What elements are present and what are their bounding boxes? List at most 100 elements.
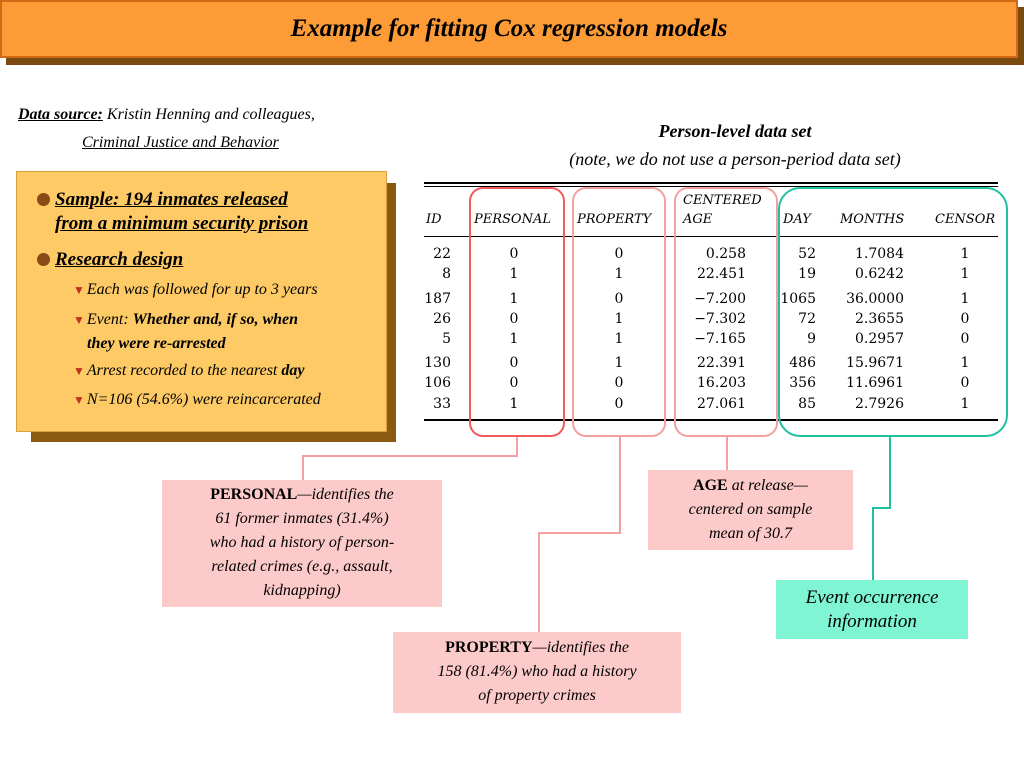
header-censor: CENSOR xyxy=(935,212,996,227)
subbullet-arrest-prefix: Arrest recorded to the nearest xyxy=(86,362,278,379)
table-bottom-rule xyxy=(424,419,998,421)
table-cell-day: 9 xyxy=(807,331,816,347)
table-top-rule xyxy=(424,182,998,184)
table-cell-personal: 0 xyxy=(509,246,519,262)
table-cell-personal: 0 xyxy=(509,375,519,391)
table-cell-day: 85 xyxy=(798,396,816,412)
table-top-rule-2 xyxy=(424,186,998,187)
property-connector-v2 xyxy=(538,532,540,632)
event-connector-v2 xyxy=(872,507,874,581)
age-callout-text2: centered on sample xyxy=(688,501,813,518)
table-cell-property: 1 xyxy=(614,311,624,327)
table-cell-personal: 0 xyxy=(509,311,519,327)
table-cell-months: 15.9671 xyxy=(846,355,904,371)
event-connector-h xyxy=(872,507,891,509)
dataset-note: (note, we do not use a person-period dat… xyxy=(569,149,901,169)
table-cell-age: −7.302 xyxy=(694,311,746,327)
bullet-design-text: Research design xyxy=(55,249,184,270)
subbullet-event-prefix: Event: xyxy=(86,311,129,328)
bullet-sample-line2: from a minimum security prison xyxy=(55,213,309,234)
personal-connector-v1 xyxy=(516,437,518,457)
arrow-icon: ▼ xyxy=(73,393,85,407)
bullet-sample-line1: Sample: 194 inmates released xyxy=(55,189,288,210)
table-cell-months: 36.0000 xyxy=(846,291,904,307)
property-callout-text3: of property crimes xyxy=(478,687,596,704)
age-callout-text3: mean of 30.7 xyxy=(708,525,793,542)
table-cell-months: 0.6242 xyxy=(855,266,904,282)
bullet-sample: Sample: 194 inmates released from a mini… xyxy=(37,188,308,236)
subbullet-reincarcerated-text: N=106 (54.6%) were reincarcerated xyxy=(86,391,321,408)
table-cell-id: 22 xyxy=(433,246,451,262)
header-months: MONTHS xyxy=(840,212,905,227)
table-cell-property: 1 xyxy=(614,355,624,371)
personal-callout-text5: kidnapping) xyxy=(263,582,341,599)
subbullet-followed: ▼Each was followed for up to 3 years xyxy=(73,278,318,302)
table-cell-property: 0 xyxy=(614,291,624,307)
personal-callout-text2: 61 former inmates (31.4%) xyxy=(215,510,389,527)
header-age: AGE xyxy=(683,212,713,227)
table-cell-id: 130 xyxy=(424,355,451,371)
header-centered: CENTERED xyxy=(683,193,762,208)
personal-callout-text3: who had a history of person- xyxy=(209,534,395,551)
title-banner: Example for fitting Cox regression model… xyxy=(0,0,1018,58)
table-cell-age: 27.061 xyxy=(697,396,746,412)
table-cell-censor: 0 xyxy=(960,375,970,391)
table-cell-personal: 0 xyxy=(509,355,519,371)
table-cell-personal: 1 xyxy=(509,266,519,282)
personal-callout-term: PERSONAL xyxy=(210,486,298,503)
header-personal: PERSONAL xyxy=(474,212,551,227)
personal-callout: PERSONAL—identifies the 61 former inmate… xyxy=(162,480,442,607)
table-cell-day: 356 xyxy=(789,375,816,391)
property-callout: PROPERTY—identifies the 158 (81.4%) who … xyxy=(393,632,681,713)
table-cell-age: 0.258 xyxy=(705,246,746,262)
subbullet-reincarcerated: ▼N=106 (54.6%) were reincarcerated xyxy=(73,388,321,412)
table-cell-personal: 1 xyxy=(509,331,519,347)
table-cell-age: −7.165 xyxy=(694,331,746,347)
age-callout: AGE at release— centered on sample mean … xyxy=(648,470,853,550)
table-cell-months: 0.2957 xyxy=(855,331,904,347)
age-column-ring xyxy=(674,187,778,437)
table-cell-day: 19 xyxy=(798,266,816,282)
table-cell-censor: 1 xyxy=(960,246,970,262)
table-cell-months: 2.7926 xyxy=(855,396,904,412)
table-cell-age: 22.451 xyxy=(697,266,746,282)
table-cell-id: 26 xyxy=(433,311,451,327)
bullet-design: Research design xyxy=(37,248,183,272)
table-cell-day: 52 xyxy=(798,246,816,262)
table-cell-id: 106 xyxy=(424,375,451,391)
subbullet-arrest-bold: day xyxy=(281,362,305,379)
header-id: ID xyxy=(426,212,442,227)
event-columns-ring xyxy=(778,187,1008,437)
property-callout-text1: —identifies the xyxy=(532,639,629,656)
property-connector-h xyxy=(538,532,621,534)
subbullet-event: ▼Event: Whether and, if so, when they we… xyxy=(73,308,298,356)
age-connector xyxy=(726,437,728,470)
property-column-ring xyxy=(572,187,666,437)
table-cell-censor: 0 xyxy=(960,331,970,347)
table-cell-censor: 0 xyxy=(960,311,970,327)
property-callout-text2: 158 (81.4%) who had a history xyxy=(437,663,637,680)
header-property: PROPERTY xyxy=(577,212,652,227)
bullet-dot-icon xyxy=(37,253,50,266)
table-cell-property: 0 xyxy=(614,375,624,391)
event-callout: Event occurrence information xyxy=(776,580,968,639)
property-callout-term: PROPERTY xyxy=(445,639,533,656)
data-source-label: Data source: xyxy=(18,106,103,123)
data-source-journal: Criminal Justice and Behavior xyxy=(82,134,279,151)
table-cell-id: 187 xyxy=(424,291,451,307)
subbullet-arrest: ▼Arrest recorded to the nearest day xyxy=(73,359,304,383)
property-connector-v1 xyxy=(619,437,621,534)
page-title: Example for fitting Cox regression model… xyxy=(290,15,728,42)
table-cell-age: −7.200 xyxy=(694,291,746,307)
table-cell-id: 33 xyxy=(433,396,451,412)
table-cell-censor: 1 xyxy=(960,291,970,307)
arrow-icon: ▼ xyxy=(73,313,85,327)
event-connector-v1 xyxy=(889,437,891,509)
table-cell-censor: 1 xyxy=(960,396,970,412)
table-cell-property: 1 xyxy=(614,266,624,282)
table-cell-months: 1.7084 xyxy=(855,246,904,262)
table-cell-age: 22.391 xyxy=(697,355,746,371)
bullet-box: Sample: 194 inmates released from a mini… xyxy=(16,171,387,432)
table-cell-property: 0 xyxy=(614,246,624,262)
personal-callout-text4: related crimes (e.g., assault, xyxy=(211,558,393,575)
